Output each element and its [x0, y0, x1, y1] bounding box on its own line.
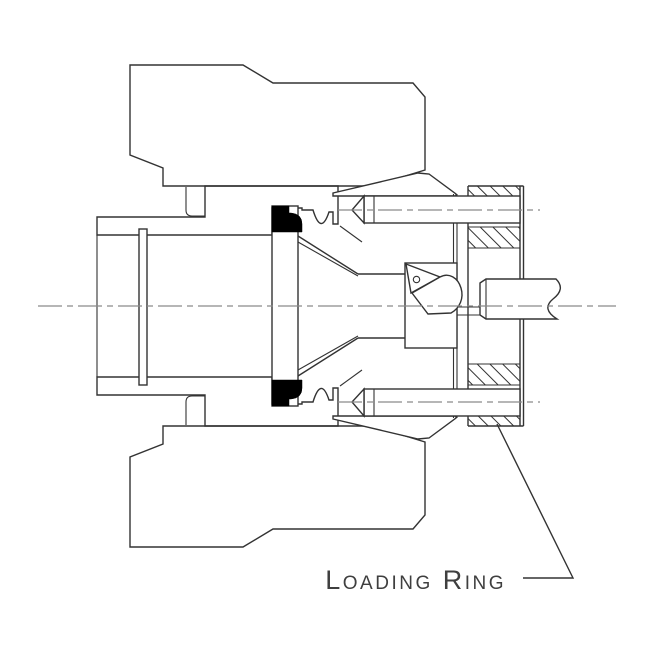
relief-slot-upper: [185, 187, 205, 217]
tool-shank-lines: [457, 306, 480, 316]
draw-disc: [138, 228, 148, 386]
retainer-cap-upper: [332, 172, 457, 197]
tool-nose: [410, 274, 463, 315]
workpiece-bar: [479, 278, 561, 320]
collet-cone: [297, 225, 405, 387]
leader-line: [496, 423, 575, 579]
spindle-housing-upper: [129, 64, 426, 187]
loading-ring-label: Loading Ring: [325, 565, 506, 595]
seal-lower: [271, 379, 303, 407]
retainer-cap-lower: [332, 415, 457, 440]
relief-slot-lower: [185, 395, 205, 425]
seal-upper: [271, 205, 303, 233]
insert-screw-hole: [412, 275, 421, 284]
spindle-housing-lower: [129, 425, 426, 548]
